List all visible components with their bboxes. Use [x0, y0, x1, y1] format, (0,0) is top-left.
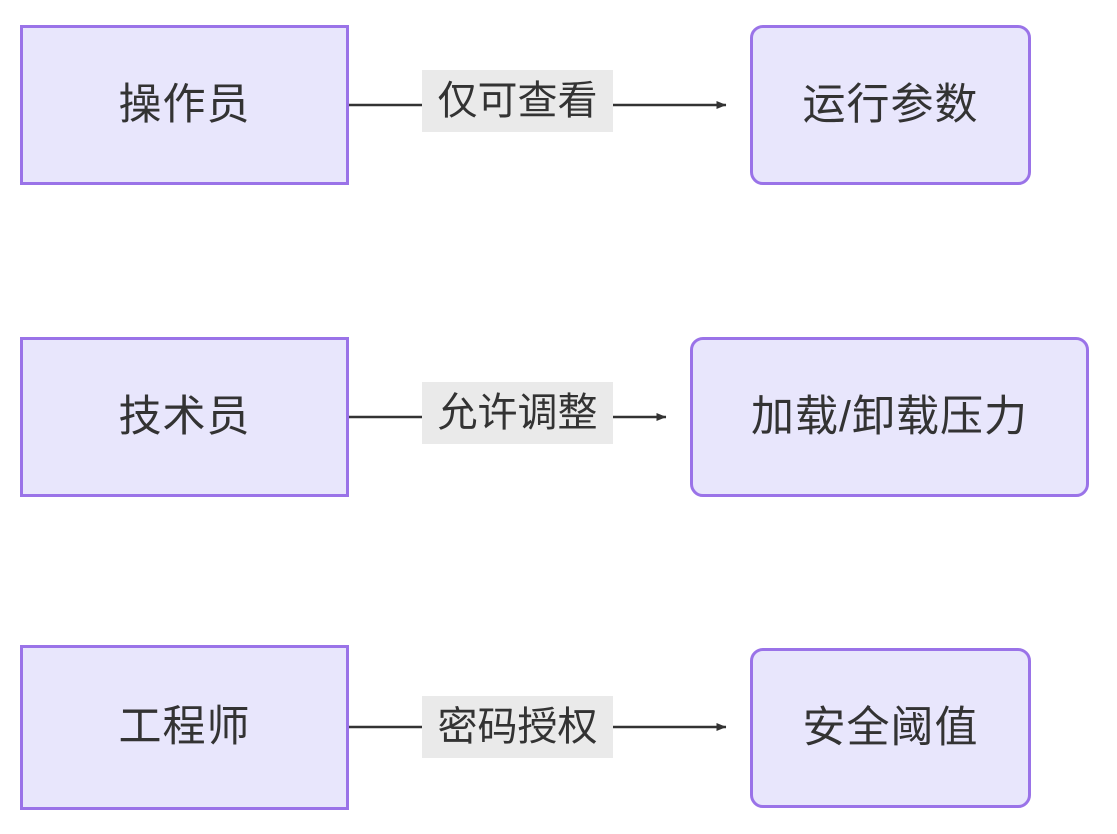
- node-safety-threshold[interactable]: 安全阈值: [750, 648, 1031, 808]
- node-engineer[interactable]: 工程师: [20, 645, 349, 810]
- edge-label-adjustment-allowed: 允许调整: [422, 382, 613, 444]
- node-load-unload-pressure[interactable]: 加载/卸载压力: [690, 337, 1089, 497]
- edge-label-password-authorization: 密码授权: [422, 696, 613, 758]
- edge-label-view-only: 仅可查看: [422, 70, 613, 132]
- node-technician[interactable]: 技术员: [20, 337, 349, 497]
- node-operating-parameters[interactable]: 运行参数: [750, 25, 1031, 185]
- node-operator[interactable]: 操作员: [20, 25, 349, 185]
